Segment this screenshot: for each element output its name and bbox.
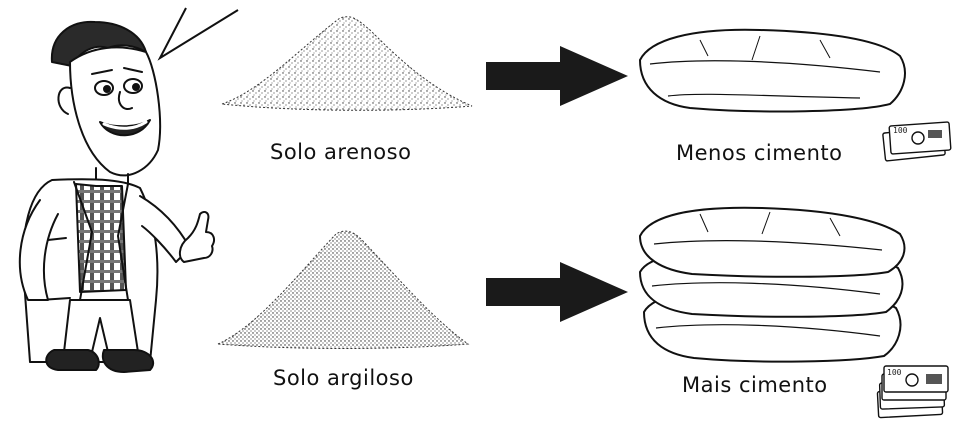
money-stack-icon: 100 <box>882 121 952 162</box>
money-stack-icon: 100 <box>876 365 949 419</box>
speech-bubble-tail <box>157 7 239 61</box>
clay-pile-icon <box>217 230 470 349</box>
engineer-cartoon <box>18 20 215 373</box>
sandy-soil-label: Solo arenoso <box>270 140 412 164</box>
money-note-value: 100 <box>887 368 902 377</box>
sand-pile-icon <box>221 16 473 111</box>
less-cement-label: Menos cimento <box>676 141 843 165</box>
clay-soil-label: Solo argiloso <box>273 366 414 390</box>
cement-bag-icon <box>639 28 906 113</box>
more-cement-label: Mais cimento <box>682 373 828 397</box>
cement-bag-icon <box>639 206 906 363</box>
arrow-right-icon <box>486 46 628 106</box>
arrow-right-icon <box>486 262 628 322</box>
money-note-value: 100 <box>893 126 908 135</box>
